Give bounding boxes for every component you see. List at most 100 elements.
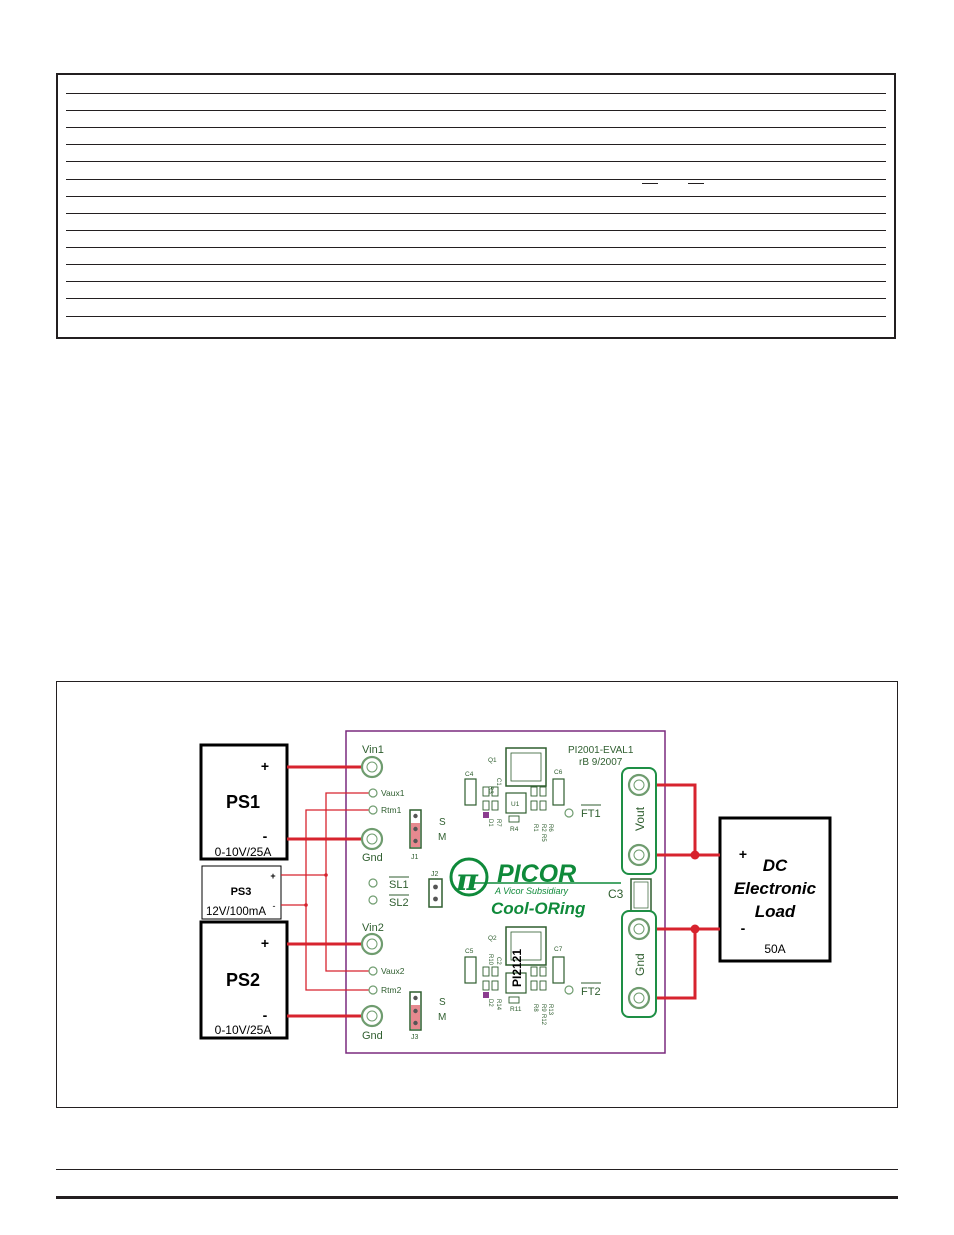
q1-label: Q1 (488, 757, 497, 764)
product-name: Cool-ORing (491, 899, 586, 918)
footer-rule (56, 1169, 898, 1170)
chip-marking: PI2121 (510, 949, 524, 987)
c3-label: C3 (608, 887, 624, 901)
table-row-rule (66, 110, 886, 111)
load-title-line1: DC (763, 856, 788, 875)
table-row-rule (66, 281, 886, 282)
component-labels: Q1 Q2 C4 C6 C5 C7 R4 R11 U1 (465, 757, 563, 1013)
jumper-s3: S (439, 997, 446, 1008)
table-row-rule (66, 213, 886, 214)
overbar-mark (642, 183, 658, 184)
signal-wires (281, 792, 369, 991)
ps3-label: PS3 (231, 886, 252, 898)
gnd-label: Gnd (633, 953, 647, 976)
ps1-box (199, 743, 289, 861)
table-row-rule (66, 247, 886, 248)
subsidiary-text: A Vicor Subsidiary (494, 886, 569, 896)
svg-text:R14: R14 (495, 999, 501, 1011)
ps3-rating: 12V/100mA (206, 906, 266, 918)
jumper-m1: M (438, 832, 446, 843)
rtm1-label: Rtm1 (381, 805, 402, 815)
load-rating: 50A (764, 942, 785, 956)
j1-label: J1 (411, 854, 419, 861)
specification-table (56, 73, 896, 339)
r4-label: R4 (510, 826, 519, 833)
table-row-rule (66, 264, 886, 265)
c7-label: C7 (554, 946, 563, 953)
logo-text: PICOR (497, 860, 576, 888)
ps3-plus: + (270, 871, 275, 881)
table-row-rule (66, 144, 886, 145)
svg-text:C1: C1 (495, 778, 501, 786)
ps3-box (201, 865, 282, 920)
svg-text:R1: R1 (532, 824, 538, 832)
vertical-component-labels: R3 C1 R7 D1 R1 R2 R6 R5 R10 C2 R14 D2 R8… (487, 778, 553, 1026)
ps2-plus: + (261, 935, 269, 951)
rtm2-label: Rtm2 (381, 985, 402, 995)
ps3-minus: - (273, 901, 276, 911)
load-minus: - (741, 920, 746, 936)
vin2-label: Vin2 (362, 922, 384, 934)
ps2-rating: 0-10V/25A (215, 1023, 272, 1037)
c5-label: C5 (465, 948, 474, 955)
ps2-label: PS2 (226, 970, 260, 990)
junction-dot (690, 924, 700, 934)
svg-text:C2: C2 (495, 957, 501, 965)
svg-text:R2: R2 (540, 824, 546, 832)
dc-load-box (718, 816, 832, 963)
table-row-rule (66, 161, 886, 162)
svg-text:D1: D1 (487, 819, 493, 827)
jumper-j2 (428, 878, 443, 908)
ps2-box (199, 920, 289, 1040)
svg-text:R9: R9 (540, 1004, 546, 1012)
svg-text:D2: D2 (487, 999, 493, 1007)
ps1-label: PS1 (226, 792, 260, 812)
load-title-line3: Load (755, 902, 796, 921)
gnd1-label: Gnd (362, 852, 383, 864)
q2-label: Q2 (488, 935, 497, 942)
jumper-m3: M (438, 1012, 446, 1023)
sl-labels: SL1 SL2 (389, 879, 409, 909)
ft2-label: FT2 (581, 986, 601, 998)
overbar-mark (688, 183, 704, 184)
jumper-labels: S M J1 S M J3 J2 (411, 817, 446, 1041)
vin1-label: Vin1 (362, 744, 384, 756)
j2-label: J2 (431, 871, 439, 878)
vaux1-label: Vaux1 (381, 788, 405, 798)
vout-terminal: Vout (621, 767, 657, 875)
j3-label: J3 (411, 1034, 419, 1041)
picor-logo: π PICOR A Vicor Subsidiary Cool-ORing C3 (449, 857, 624, 918)
ps1-minus: - (263, 828, 268, 844)
svg-text:R13: R13 (547, 1004, 553, 1016)
diode-pads (483, 812, 489, 998)
board-revision: rB 9/2007 (579, 757, 623, 768)
table-row-rule (66, 196, 886, 197)
r11-label: R11 (510, 1006, 522, 1013)
svg-text:R3: R3 (487, 786, 493, 794)
vout-label: Vout (633, 806, 647, 831)
jumper-j3 (409, 991, 422, 1031)
ps2-minus: - (263, 1007, 268, 1023)
pi-symbol-icon: π (455, 863, 479, 898)
evaluation-setup-diagram: + PS1 - 0-10V/25A + PS3 - 12V/100mA + PS… (56, 681, 898, 1108)
board-title: PI2001-EVAL1 (568, 745, 634, 756)
c6-label: C6 (554, 769, 563, 776)
junction-dot (690, 850, 700, 860)
table-row-rule (66, 93, 886, 94)
gnd2-label: Gnd (362, 1030, 383, 1042)
gnd-terminal: Gnd (621, 910, 657, 1018)
svg-text:R10: R10 (487, 954, 493, 966)
ps1-plus: + (261, 758, 269, 774)
svg-text:R5: R5 (540, 834, 546, 842)
sl2-label: SL2 (389, 897, 409, 909)
q1-mosfet (505, 747, 547, 787)
load-title-line2: Electronic (734, 879, 817, 898)
table-row-rule (66, 316, 886, 317)
c4-label: C4 (465, 771, 474, 778)
svg-text:R7: R7 (495, 819, 501, 827)
svg-text:R6: R6 (547, 824, 553, 832)
table-row-rule (66, 179, 886, 180)
u1-controller (505, 792, 527, 994)
footer-rule-thick (56, 1196, 898, 1199)
signal-junctions (304, 873, 328, 907)
